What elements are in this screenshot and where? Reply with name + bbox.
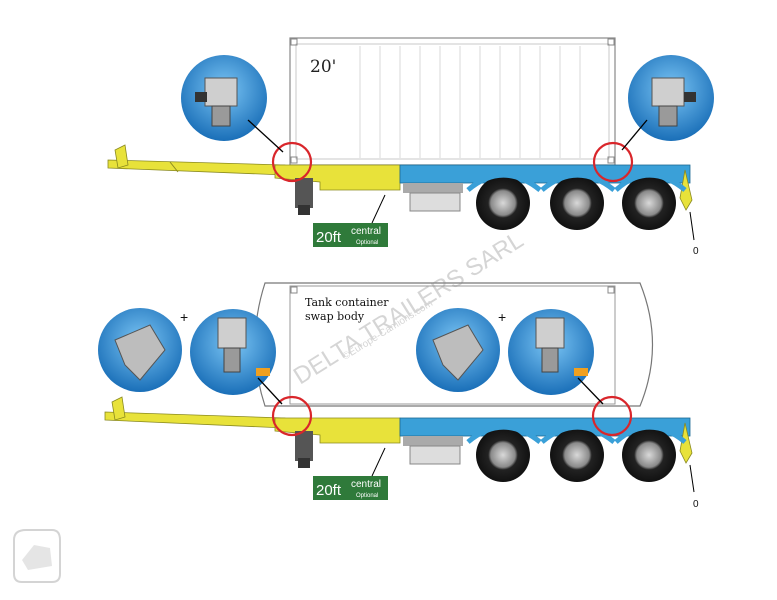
tank-label-line1: Tank container bbox=[305, 296, 389, 309]
bracket-detail-front bbox=[98, 308, 182, 392]
badge-optional-text: Optional bbox=[356, 240, 378, 246]
wheel bbox=[622, 176, 676, 230]
badge-pointer bbox=[371, 194, 386, 224]
badge-sub-text: central bbox=[351, 479, 381, 490]
plus-sign: + bbox=[498, 309, 506, 325]
chassis-bottom bbox=[274, 417, 693, 468]
wheel bbox=[476, 176, 530, 230]
bracket-detail-rear bbox=[416, 308, 500, 392]
plus-sign: + bbox=[180, 309, 188, 325]
pointer-arrow bbox=[247, 119, 284, 153]
diagram-top: 20' bbox=[107, 37, 714, 257]
wheel bbox=[622, 428, 676, 482]
pointer-arrow bbox=[257, 377, 283, 405]
wheel-set-top bbox=[466, 172, 687, 230]
drawbar bbox=[107, 144, 286, 176]
container-20ft: 20' bbox=[289, 37, 616, 166]
container-size-label: 20' bbox=[310, 57, 336, 77]
badge-sub-text: central bbox=[351, 226, 381, 237]
twistlock-detail-front bbox=[181, 55, 267, 141]
wheel bbox=[476, 428, 530, 482]
callout-line bbox=[689, 211, 695, 241]
twistlock-detail-rear bbox=[628, 55, 714, 141]
pointer-arrow bbox=[621, 119, 648, 151]
tank-label-line2: swap body bbox=[305, 310, 365, 323]
20ft-central-badge: 20ft central Optional bbox=[313, 476, 388, 500]
badge-pointer bbox=[371, 447, 386, 477]
twistlock-detail-front bbox=[190, 309, 276, 395]
callout-line bbox=[689, 464, 695, 493]
twistlock-detail-rear bbox=[508, 309, 594, 395]
20ft-central-badge: 20ft central Optional bbox=[313, 223, 388, 247]
site-logo bbox=[13, 529, 61, 583]
wheel bbox=[550, 428, 604, 482]
twistlock-highlight-front bbox=[271, 141, 313, 183]
diagram-bottom: Tank container swap body bbox=[98, 282, 699, 510]
chassis-top bbox=[274, 164, 693, 215]
pointer-arrow bbox=[577, 377, 604, 405]
twistlock-highlight-rear bbox=[591, 395, 633, 437]
badge-optional-text: Optional bbox=[356, 493, 378, 499]
wheel-set-bottom bbox=[466, 424, 687, 482]
drawbar bbox=[104, 396, 286, 429]
callout-label: 0 bbox=[693, 246, 699, 257]
badge-main-text: 20ft bbox=[316, 482, 342, 499]
twistlock-highlight-rear bbox=[592, 141, 634, 183]
wheel bbox=[550, 176, 604, 230]
callout-label: 0 bbox=[693, 499, 699, 510]
twistlock-highlight-front bbox=[271, 395, 313, 437]
badge-main-text: 20ft bbox=[316, 229, 342, 246]
